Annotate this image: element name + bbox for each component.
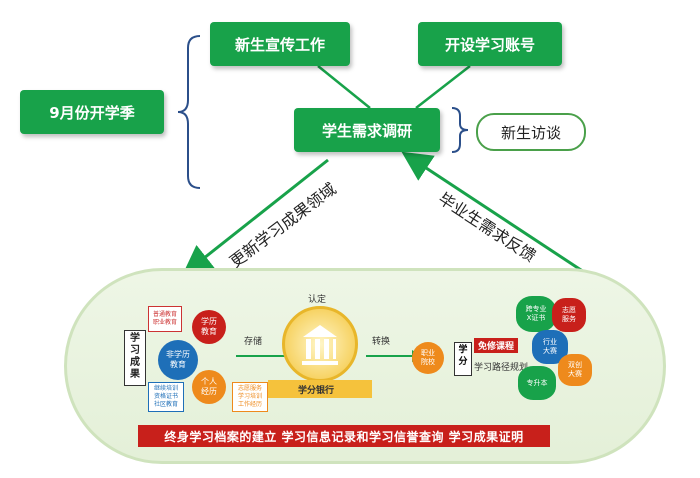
- box-upper: 普通教育 职业教育: [148, 306, 182, 332]
- needs-research-box: 学生需求调研: [294, 108, 440, 152]
- right-brace: [451, 107, 469, 153]
- certify-label: 认定: [308, 295, 327, 305]
- store-label: 存储: [244, 337, 263, 347]
- burst-double: 双创 大赛: [558, 354, 592, 386]
- account-box: 开设学习账号: [418, 22, 562, 66]
- arrow-right: [401, 151, 585, 274]
- convert-label: 转换: [372, 337, 391, 347]
- burst-cross: 跨专业 X证书: [516, 296, 556, 332]
- bank-icon: [282, 306, 358, 382]
- box-lower: 继续培训 资格证书 社区教育: [148, 382, 184, 412]
- line-account: [415, 65, 471, 109]
- outcomes-label: 学习成果: [124, 330, 146, 386]
- box-volunteer: 志愿服务 学习培训 工作经历: [232, 382, 268, 412]
- bank-banner: [268, 380, 372, 398]
- elective-label: 免修课程: [474, 338, 519, 353]
- circle-academic: 学历 教育: [192, 310, 226, 344]
- bank-label: 学分银行: [298, 386, 335, 396]
- burst-upgrade: 专升本: [518, 366, 556, 400]
- credit-label: 学分: [454, 342, 472, 376]
- interview-pill: 新生访谈: [476, 113, 586, 151]
- publicity-box: 新生宣传工作: [210, 22, 350, 66]
- circle-nonacademic: 非学历 教育: [158, 340, 198, 380]
- season-box: 9月份开学季: [20, 90, 164, 134]
- path-label: 学习路径规划: [474, 363, 529, 373]
- line-publicity: [317, 65, 371, 109]
- bottom-bar: 终身学习档案的建立 学习信息记录和学习信誉查询 学习成果证明: [138, 425, 550, 447]
- circle-personal: 个人 经历: [192, 370, 226, 404]
- vocational-burst: 职业 院校: [412, 342, 444, 374]
- arrow-left: [182, 158, 329, 276]
- left-brace: [177, 35, 201, 189]
- burst-volunteer: 志愿 服务: [552, 298, 586, 332]
